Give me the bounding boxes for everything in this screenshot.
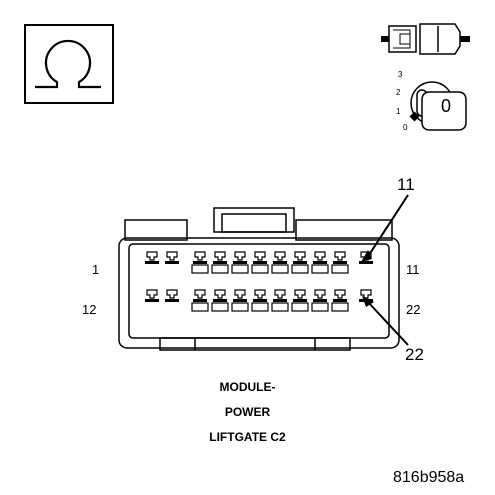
pin-cavity-6 [251, 251, 269, 274]
pin-cavities [145, 251, 373, 312]
pin-cavity-15 [211, 289, 229, 312]
callout-11: 11 [397, 175, 415, 194]
pin-label-11: 11 [406, 262, 420, 277]
key-position-2: 2 [396, 88, 401, 97]
pin-cavity-5 [231, 251, 249, 274]
pin-cavity-13 [165, 289, 179, 302]
pin-cavity-8 [291, 251, 309, 274]
pin-cavity-3 [191, 251, 209, 274]
callout-arrow-bottom [362, 296, 374, 307]
connector-title-line-3: LIFTGATE C2 [209, 430, 286, 444]
key-position-1: 1 [396, 107, 401, 116]
pin-cavity-1 [145, 251, 159, 264]
pin-cavity-20 [311, 289, 329, 312]
pin-cavity-18 [271, 289, 289, 312]
pin-cavity-9 [311, 251, 329, 274]
connector-title-line-1: MODULE- [219, 380, 276, 394]
callout-lines [366, 194, 409, 346]
pin-cavity-10 [331, 251, 349, 274]
key-position-0: 0 [403, 123, 408, 132]
key-label: 0 [441, 96, 452, 116]
callout-22: 22 [405, 345, 424, 364]
pin-cavity-2 [165, 251, 179, 264]
ignition-key-icon [409, 81, 467, 131]
pin-label-12: 12 [82, 302, 97, 317]
reference-code: 816b958a [393, 469, 465, 486]
connector-plug-icon [381, 23, 470, 55]
pin-label-22: 22 [406, 302, 421, 317]
key-position-3: 3 [398, 70, 403, 79]
pin-cavity-19 [291, 289, 309, 312]
callout-arrow-top [361, 250, 372, 262]
pin-cavity-12 [145, 289, 159, 302]
pin-cavity-7 [271, 251, 289, 274]
pin-label-1: 1 [92, 262, 100, 277]
ohmmeter-icon [24, 24, 114, 104]
pin-cavity-14 [191, 289, 209, 312]
connector-body [118, 207, 400, 351]
pin-cavity-17 [251, 289, 269, 312]
connector-title-line-2: POWER [224, 405, 271, 419]
pin-cavity-16 [231, 289, 249, 312]
pin-cavity-21 [331, 289, 349, 312]
pin-cavity-4 [211, 251, 229, 274]
